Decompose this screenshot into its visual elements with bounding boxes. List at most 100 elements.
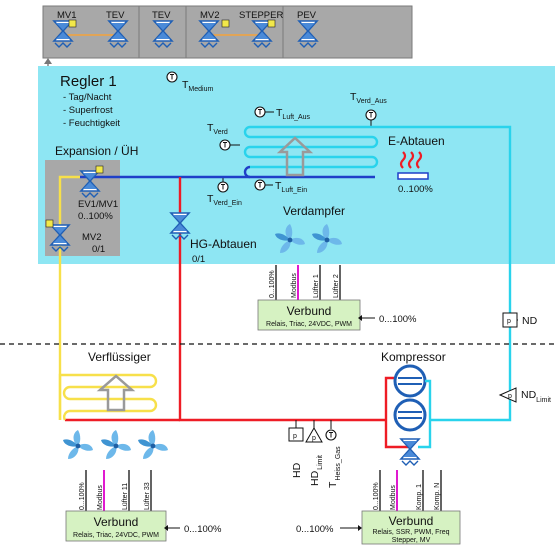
- nd-symbol: p: [507, 318, 511, 325]
- signal-label: Komp. N: [434, 483, 441, 510]
- evaporator-verbund-box: [257, 299, 361, 331]
- coil-icon: [221, 19, 230, 28]
- sensor-t-verd-icon: [219, 139, 231, 151]
- heater-icon: [415, 151, 423, 169]
- suction-line: [372, 125, 512, 422]
- compressor-verbund-sub1: Relais, SSR, PWM, Freq: [372, 529, 449, 536]
- signal-label: Lüfter 33: [144, 482, 151, 510]
- heater-icon: [399, 151, 407, 169]
- nd-sensor-icon: [502, 312, 518, 328]
- condenser-output: 0...100%: [184, 524, 222, 535]
- t-heiss-gas-sensor-icon: [325, 429, 337, 441]
- fan-icon: [101, 430, 131, 459]
- hd-limit-symbol: p: [312, 435, 316, 442]
- evaporator-verbund-sub: Relais, Triac, 24VDC, PWM: [266, 321, 352, 328]
- sensor-t-verd-aus-icon: [365, 109, 377, 121]
- signal-label: Modbus: [97, 485, 104, 510]
- compressor-verbund-title: Verbund: [389, 514, 434, 528]
- fan-icon: [138, 430, 168, 459]
- compressor-valve-icon: [400, 438, 420, 466]
- sensor-t-luft-aus: TLuft_Aus: [276, 107, 311, 121]
- compressor-discharge: [384, 420, 408, 449]
- coil-icon: [68, 19, 77, 28]
- nd-limit-symbol: p: [508, 393, 512, 400]
- ev-label: EV1/MV1: [78, 199, 118, 210]
- evaporator-title: Verdampfer: [283, 204, 345, 218]
- valve-label-stepper: STEPPER: [239, 10, 283, 21]
- sensor-t-medium: TMedium: [182, 79, 213, 93]
- airflow-arrow-condenser: [96, 374, 136, 412]
- nd-limit-label: NDLimit: [521, 389, 551, 404]
- compressor-signals: 0...100% Modbus Komp. 1 Komp. N: [373, 470, 442, 511]
- condenser-verbund-sub: Relais, Triac, 24VDC, PWM: [73, 532, 159, 539]
- signal-label: Komp. 1: [416, 484, 423, 510]
- arrow-head: [358, 525, 362, 531]
- valve-label-mv2: MV2: [200, 10, 220, 21]
- signal-label: Modbus: [390, 485, 397, 510]
- controller-title: Regler 1: [60, 73, 117, 90]
- liquid-line: [58, 175, 80, 420]
- signal-label: Lüfter 2: [333, 274, 340, 298]
- hd-label: HD: [291, 462, 303, 478]
- hd-limit-sensor-icon: [305, 426, 323, 443]
- heater-icon: [407, 151, 415, 169]
- hg-defrost-label: HG-Abtauen: [190, 237, 257, 251]
- sensor-t-luft-ein-icon: [254, 179, 266, 191]
- hd-sensor-icon: [288, 427, 304, 442]
- condenser-title: Verflüssiger: [88, 350, 151, 364]
- signal-label: 0...100%: [373, 482, 380, 510]
- mv2-range: 0/1: [92, 244, 105, 255]
- arrow-head: [44, 58, 52, 64]
- coil-icon: [95, 165, 104, 174]
- sensor-t-verd-aus: TVerd_Aus: [350, 91, 387, 105]
- feature-humidity: - Feuchtigkeit: [63, 118, 120, 129]
- compressor-input: 0...100%: [296, 524, 334, 535]
- evaporator-signals: 0...100% Modbus Lüfter 1 Lüfter 2: [269, 265, 341, 300]
- sensor-t-verd-ein-icon: [217, 181, 229, 193]
- valve-label-tev-2: TEV: [152, 10, 171, 21]
- coil-icon: [267, 19, 276, 28]
- signal-label: 0...100%: [79, 482, 86, 510]
- sensor-t-luft-aus-icon: [254, 106, 266, 118]
- hd-limit-label: HDLimit: [309, 455, 324, 486]
- sensor-t-luft-ein: TLuft_Ein: [275, 180, 307, 194]
- controller-zone: [38, 66, 555, 264]
- compressor-icon: [393, 364, 427, 432]
- signal-label: 0...100%: [269, 270, 276, 298]
- nd-label: ND: [522, 315, 538, 327]
- expansion-title: Expansion / ÜH: [55, 144, 138, 158]
- compressor-verbund-box: [361, 510, 461, 545]
- compressor-title: Kompressor: [381, 350, 446, 364]
- mv2-label: MV2: [82, 232, 102, 243]
- t-heiss-gas-label: THeiss_Gas: [327, 446, 342, 488]
- nd-limit-sensor-icon: [498, 387, 517, 403]
- ev-range: 0..100%: [78, 211, 113, 222]
- signal-label: Lüfter 11: [122, 483, 129, 510]
- valve-label-tev: TEV: [106, 10, 125, 21]
- evaporator-verbund-title: Verbund: [287, 304, 332, 318]
- e-defrost-label: E-Abtauen: [388, 134, 445, 148]
- valve-label-mv1: MV1: [57, 10, 77, 21]
- condenser-verbund-box: [65, 510, 167, 542]
- signal-label: Modbus: [291, 273, 298, 298]
- coil-icon: [45, 219, 54, 228]
- condenser-signals: 0...100% Modbus Lüfter 11 Lüfter 33: [79, 470, 152, 511]
- e-defrost-range: 0..100%: [398, 184, 433, 195]
- evaporator-coil-upper: [243, 125, 379, 169]
- feature-superfrost: - Superfrost: [63, 105, 113, 116]
- sensor-t-verd-ein: TVerd_Ein: [207, 193, 242, 207]
- sensor-t-verd: TVerd: [207, 122, 228, 136]
- signal-label: Lüfter 1: [313, 274, 320, 298]
- compressor-unit-icon: [393, 364, 427, 398]
- valve-label-pev: PEV: [297, 10, 317, 21]
- hg-defrost-range: 0/1: [192, 254, 205, 265]
- arrow-head: [164, 525, 168, 531]
- evaporator-output: 0...100%: [379, 314, 417, 325]
- condenser-verbund-title: Verbund: [94, 515, 139, 529]
- hd-symbol: p: [293, 433, 297, 440]
- compressor-unit-icon: [393, 398, 427, 432]
- compressor-verbund-sub2: Stepper, MV: [392, 537, 431, 544]
- compressor-suction: [418, 379, 432, 449]
- feature-day-night: - Tag/Nacht: [63, 92, 112, 103]
